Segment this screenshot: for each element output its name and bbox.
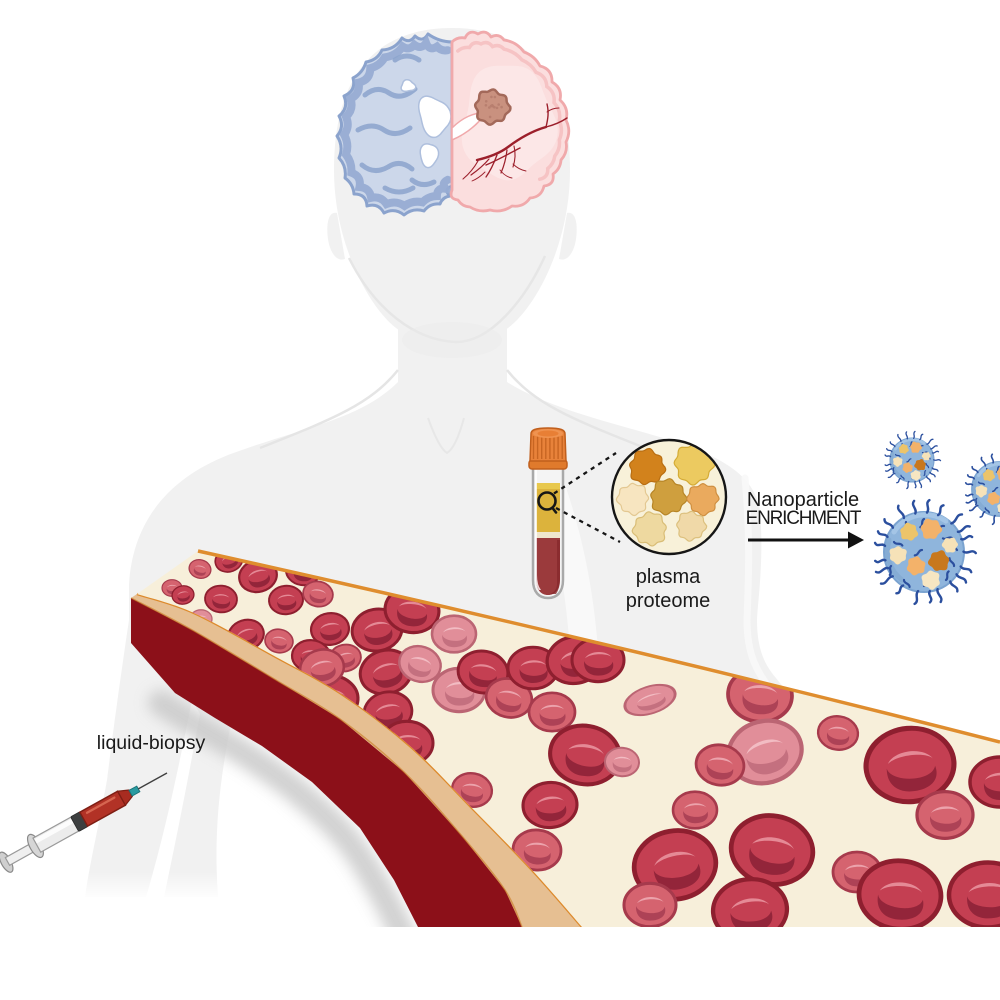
svg-text:ENRICHMENT: ENRICHMENT [746,508,862,529]
svg-text:proteome: proteome [626,590,711,612]
svg-text:plasma: plasma [636,566,701,588]
svg-text:liquid-biopsy: liquid-biopsy [97,732,206,754]
svg-text:Nanoparticle: Nanoparticle [747,489,859,511]
